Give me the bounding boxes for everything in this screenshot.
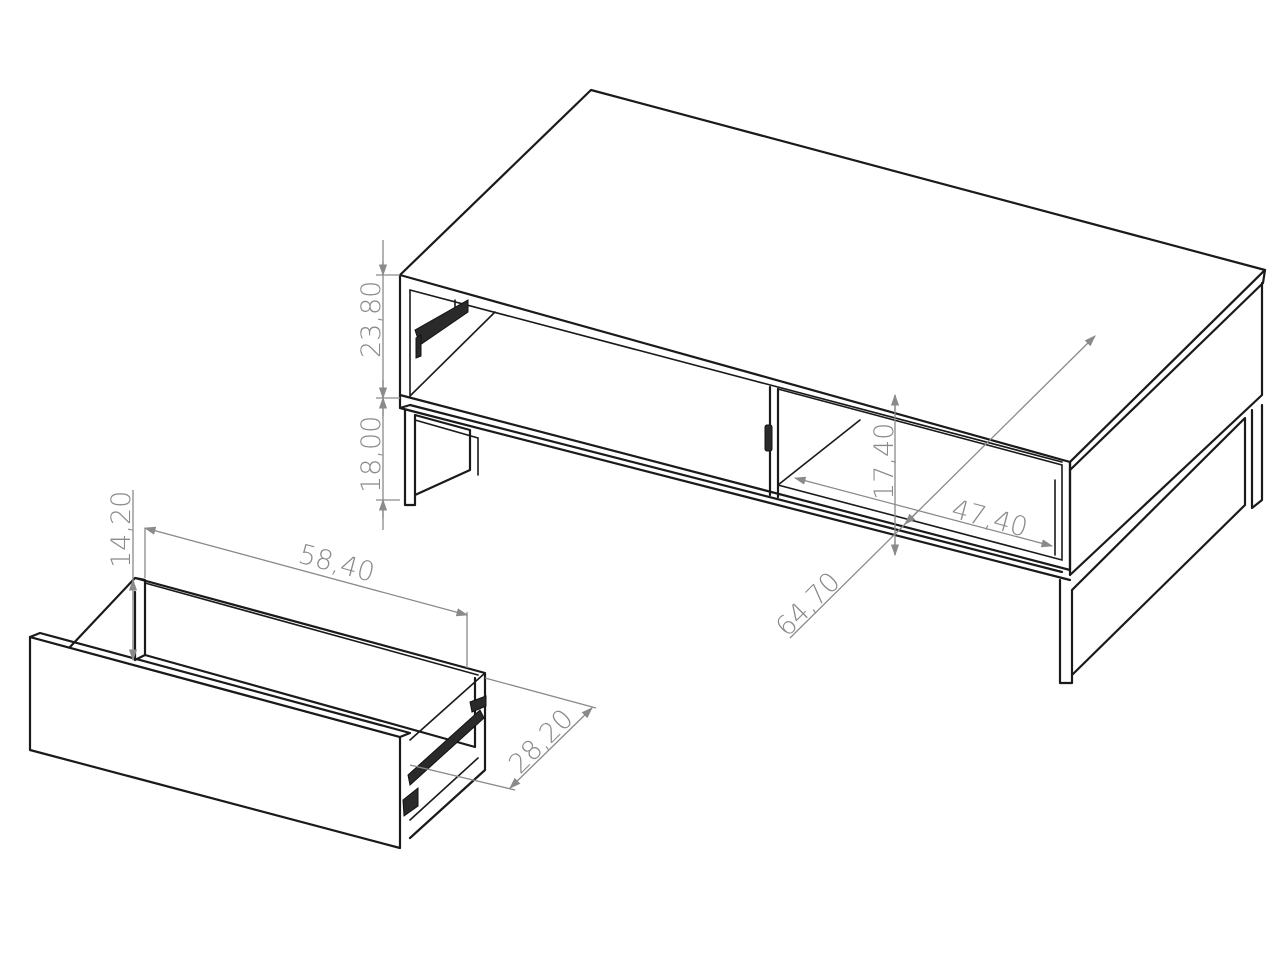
drawer-handle (764, 424, 773, 452)
dim-table-depth: 64,70 (770, 566, 847, 643)
drawer-front-top-edge (28, 631, 412, 739)
table-back-left-leg (414, 419, 479, 476)
table-shelf-top-line (409, 289, 1063, 463)
dim-drawer-depth: 28,20 (503, 703, 580, 780)
coffee-table (398, 88, 1267, 685)
right-compartment-frame (777, 387, 1063, 562)
table-left-leg (403, 408, 472, 507)
dim-drawer-width: 58,40 (295, 539, 378, 589)
dim-table-height-upper: 23,80 (356, 281, 387, 358)
table-right-leg-inner (1071, 417, 1246, 591)
dim-drawer-height: 14,20 (106, 491, 137, 568)
drawer-front-panel (28, 635, 402, 850)
left-drawer-runner (414, 299, 469, 359)
drawer (28, 576, 487, 850)
table-right-side (1068, 281, 1264, 577)
dim-table-height-lower: 18,00 (356, 416, 387, 493)
drawer-runners (402, 695, 487, 817)
dim-compartment-width: 47,40 (948, 494, 1031, 544)
dim-compartment-height: 17,40 (869, 423, 900, 500)
